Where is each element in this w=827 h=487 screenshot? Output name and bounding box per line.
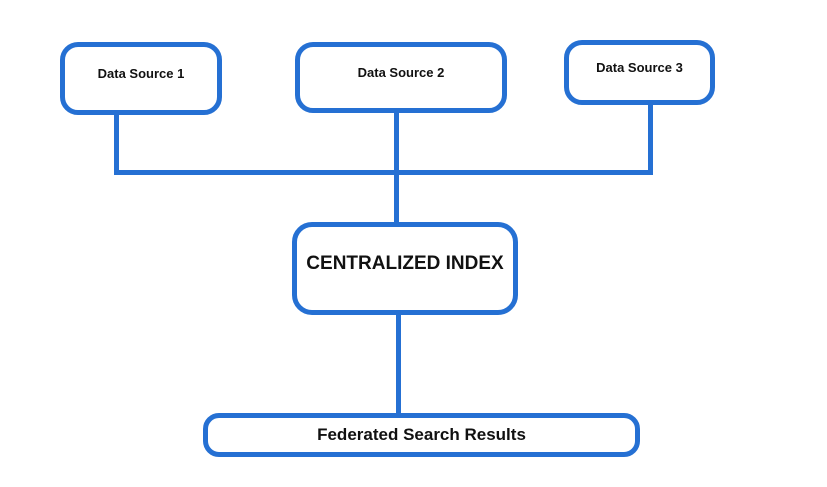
node-data-source-3-label: Data Source 3 [596,60,683,75]
connector-source1-to-bus [114,113,119,175]
node-data-source-3: Data Source 3 [564,40,715,105]
node-data-source-2-label: Data Source 2 [357,65,445,80]
node-data-source-1: Data Source 1 [60,42,222,115]
node-centralized-index-label: CENTRALIZED INDEX [306,253,504,274]
connector-source2-to-index [394,111,399,222]
node-data-source-2: Data Source 2 [295,42,507,113]
node-federated-search-results: Federated Search Results [203,413,640,457]
connector-index-to-results [396,314,401,414]
connector-source3-to-bus [648,103,653,175]
node-federated-search-results-label: Federated Search Results [317,425,526,444]
node-centralized-index: CENTRALIZED INDEX [292,222,518,315]
connector-horizontal-bus [114,170,653,175]
node-data-source-1-label: Data Source 1 [97,66,185,81]
